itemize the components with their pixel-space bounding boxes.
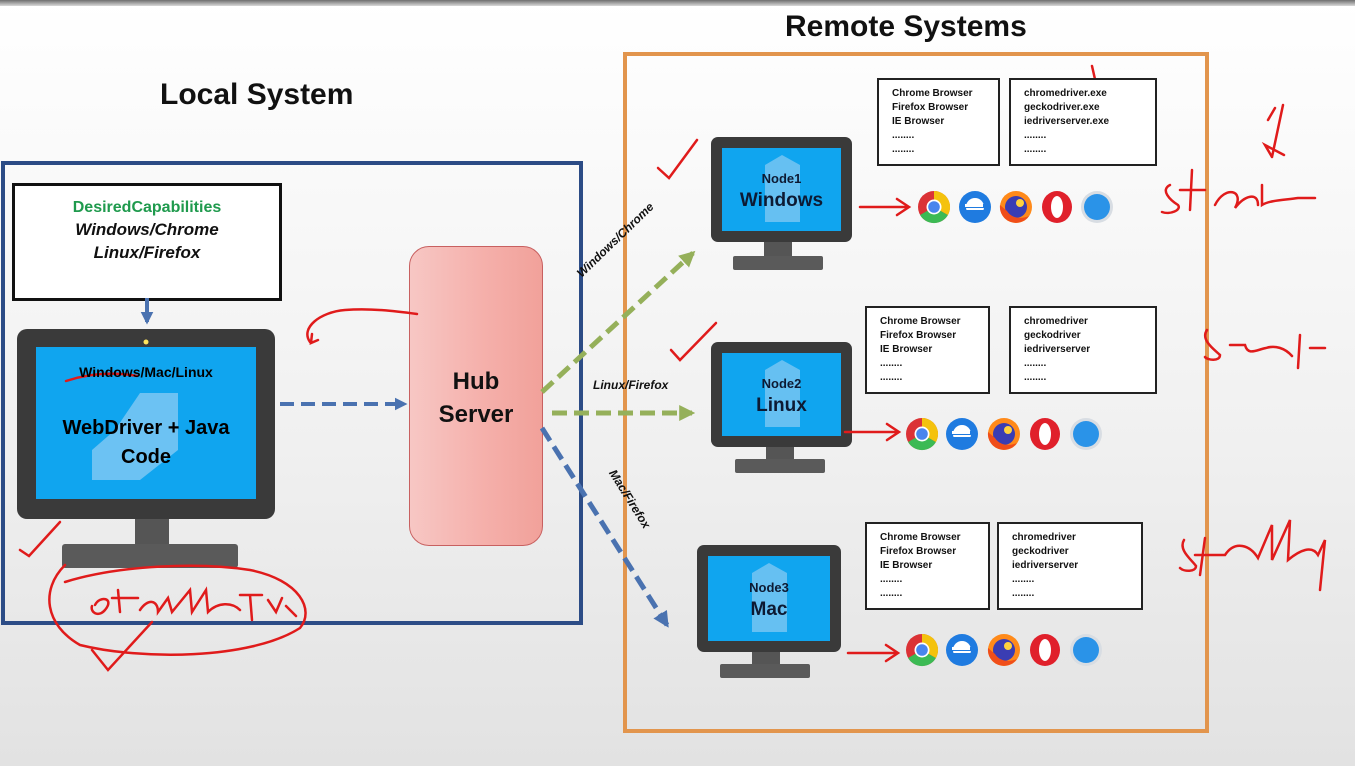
list-item: ........ bbox=[1012, 574, 1035, 585]
list-item: IE Browser bbox=[880, 560, 933, 571]
desired-capabilities-title: DesiredCapabilities bbox=[72, 199, 222, 216]
list-item: chromedriver bbox=[1024, 316, 1088, 327]
list-item: ........ bbox=[880, 372, 903, 383]
route-label-linux: Linux/Firefox bbox=[593, 378, 669, 392]
list-item: chromedriver bbox=[1012, 532, 1076, 543]
hub-server-label: Hub Server bbox=[438, 368, 514, 428]
list-item: ........ bbox=[880, 574, 903, 585]
local-system-frame bbox=[1, 161, 583, 625]
node2-driver-list: chromedriver geckodriver iedriverserver … bbox=[1009, 306, 1157, 394]
firefox-icon bbox=[987, 418, 1020, 450]
list-item: iedriverserver.exe bbox=[1024, 116, 1110, 127]
node3-monitor bbox=[697, 545, 841, 678]
list-item: Firefox Browser bbox=[880, 546, 957, 557]
node1-name: Node1 bbox=[761, 171, 802, 186]
list-item: ........ bbox=[1024, 130, 1047, 141]
node3-os: Mac bbox=[750, 599, 788, 620]
list-item: ........ bbox=[880, 358, 903, 369]
node1-os: Windows bbox=[739, 190, 824, 211]
opera-icon bbox=[1030, 418, 1060, 450]
local-code-label: WebDriver + Java Code bbox=[62, 417, 230, 468]
chrome-icon bbox=[918, 190, 951, 224]
node1-browser-list: Chrome Browser Firefox Browser IE Browse… bbox=[877, 78, 1000, 166]
list-item: geckodriver.exe bbox=[1024, 102, 1100, 113]
hub-server-box: Hub Server bbox=[409, 246, 543, 546]
local-os-label: Windows/Mac/Linux bbox=[79, 364, 213, 380]
list-item: ........ bbox=[892, 130, 915, 141]
list-item: ........ bbox=[892, 144, 915, 155]
node3-driver-list: chromedriver geckodriver iedriverserver … bbox=[997, 522, 1143, 610]
list-item: IE Browser bbox=[880, 344, 933, 355]
opera-icon bbox=[1030, 634, 1060, 666]
list-item: geckodriver bbox=[1012, 546, 1069, 557]
node1-driver-list: chromedriver.exe geckodriver.exe iedrive… bbox=[1009, 78, 1157, 166]
list-item: ........ bbox=[880, 588, 903, 599]
node2-os: Linux bbox=[756, 395, 807, 416]
node1-monitor bbox=[711, 137, 852, 270]
chrome-icon bbox=[906, 633, 939, 667]
firefox-icon bbox=[999, 191, 1032, 223]
route-arrow-mac bbox=[539, 426, 670, 628]
edge-icon bbox=[946, 418, 978, 450]
list-item: ........ bbox=[1024, 372, 1047, 383]
opera-icon bbox=[1042, 191, 1072, 223]
remote-systems-frame bbox=[623, 52, 1209, 733]
node2-browser-icons bbox=[906, 417, 1102, 451]
edge-icon bbox=[946, 634, 978, 666]
safari-icon bbox=[1081, 191, 1113, 223]
node2-browser-list: Chrome Browser Firefox Browser IE Browse… bbox=[865, 306, 990, 394]
list-item: ........ bbox=[1024, 358, 1047, 369]
list-item: ........ bbox=[1024, 144, 1047, 155]
node3-name: Node3 bbox=[749, 580, 789, 595]
capability-line: Linux/Firefox bbox=[93, 243, 201, 262]
list-item: ........ bbox=[1012, 588, 1035, 599]
node3-browser-icons bbox=[906, 633, 1102, 667]
chrome-icon bbox=[906, 417, 939, 451]
node2-monitor bbox=[711, 342, 852, 473]
node2-name: Node2 bbox=[761, 376, 802, 391]
local-system-title: Local System bbox=[160, 78, 354, 111]
list-item: chromedriver.exe bbox=[1024, 88, 1107, 99]
list-item: Firefox Browser bbox=[892, 102, 969, 113]
safari-icon bbox=[1070, 418, 1102, 450]
remote-systems-title: Remote Systems bbox=[785, 10, 1027, 43]
route-arrow-windows bbox=[540, 250, 696, 394]
list-item: Firefox Browser bbox=[880, 330, 957, 341]
video-top-bar bbox=[0, 0, 1355, 6]
firefox-icon bbox=[987, 634, 1020, 666]
list-item: iedriverserver bbox=[1012, 560, 1079, 571]
capability-line: Windows/Chrome bbox=[75, 220, 219, 239]
node1-browser-icons bbox=[918, 190, 1113, 224]
list-item: Chrome Browser bbox=[880, 532, 961, 543]
list-item: iedriverserver bbox=[1024, 344, 1091, 355]
list-item: geckodriver bbox=[1024, 330, 1081, 341]
node3-browser-list: Chrome Browser Firefox Browser IE Browse… bbox=[865, 522, 990, 610]
edge-icon bbox=[959, 191, 991, 223]
list-item: Chrome Browser bbox=[880, 316, 961, 327]
list-item: Chrome Browser bbox=[892, 88, 973, 99]
list-item: IE Browser bbox=[892, 116, 945, 127]
safari-icon bbox=[1070, 634, 1102, 666]
